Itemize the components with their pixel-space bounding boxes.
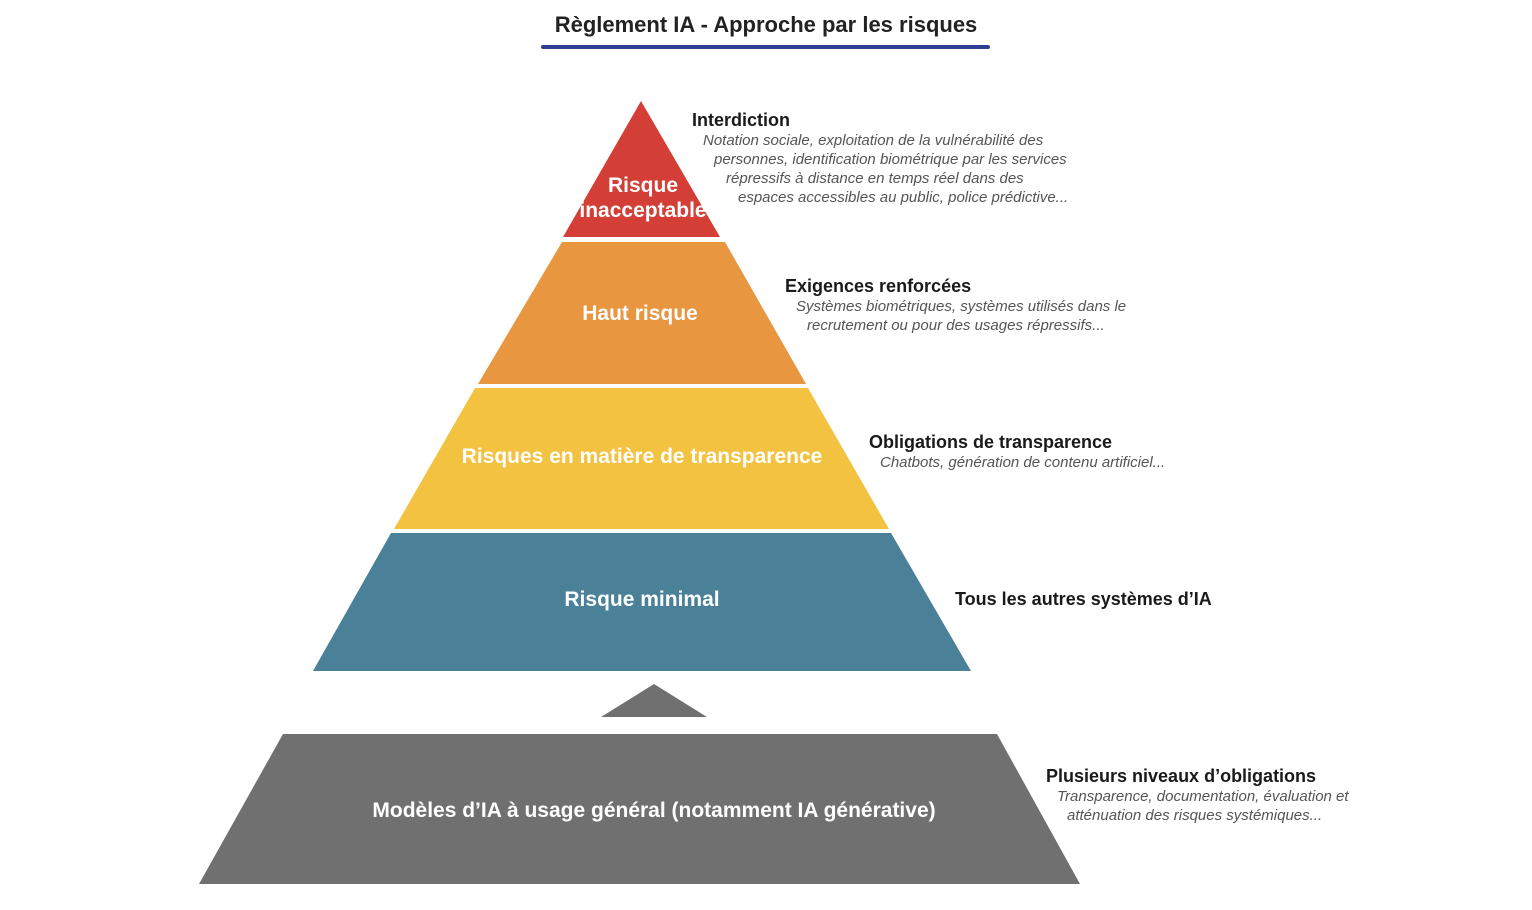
tier-transparency-shape (394, 388, 889, 529)
annotation-unacceptable-heading: Interdiction (692, 110, 790, 130)
annotation-gpai: Plusieurs niveaux d’obligations Transpar… (1046, 766, 1349, 825)
tier-high-shape (478, 242, 806, 384)
tier-high-label: Haut risque (582, 302, 698, 325)
tier-minimal-shape (313, 533, 971, 671)
annotation-unacceptable-desc-line2: personnes, identification biométrique pa… (714, 151, 1067, 168)
annotation-transparency-heading: Obligations de transparence (869, 432, 1113, 452)
tier-unacceptable-label-line1: Risque (608, 174, 678, 197)
tier-gpai-shape (199, 734, 1080, 884)
tier-unacceptable-shape (563, 101, 720, 237)
annotation-high: Exigences renforcées Systèmes biométriqu… (785, 276, 1126, 335)
separator-triangle (601, 684, 707, 717)
tier-transparency-label: Risques en matière de transparence (462, 445, 823, 468)
annotation-unacceptable-desc-line3: répressifs à distance en temps réel dans… (726, 170, 1024, 187)
tier-unacceptable-label-line2: inacceptable (579, 199, 706, 222)
annotation-unacceptable-desc-line4: espaces accessibles au public, police pr… (738, 189, 1069, 206)
tier-minimal-label: Risque minimal (564, 588, 719, 611)
annotation-high-desc-line2: recrutement ou pour des usages répressif… (807, 317, 1105, 334)
annotation-minimal-heading: Tous les autres systèmes d’IA (955, 589, 1212, 609)
annotation-transparency: Obligations de transparence Chatbots, gé… (869, 432, 1165, 472)
tier-gpai-label: Modèles d’IA à usage général (notamment … (372, 799, 935, 822)
annotation-transparency-desc-line1: Chatbots, génération de contenu artifici… (880, 454, 1166, 471)
annotation-gpai-desc-line1: Transparence, documentation, évaluation … (1057, 788, 1349, 805)
annotation-gpai-heading: Plusieurs niveaux d’obligations (1046, 766, 1317, 786)
title-underline (541, 45, 990, 49)
annotation-gpai-desc-line2: atténuation des risques systémiques... (1067, 807, 1323, 824)
diagram-title: Règlement IA - Approche par les risques (554, 12, 978, 37)
annotation-high-desc-line1: Systèmes biométriques, systèmes utilisés… (796, 298, 1127, 315)
annotation-unacceptable: Interdiction Notation sociale, exploitat… (692, 110, 1068, 207)
annotation-minimal: Tous les autres systèmes d’IA (955, 589, 1212, 610)
annotation-unacceptable-desc-line1: Notation sociale, exploitation de la vul… (703, 132, 1044, 149)
annotation-high-heading: Exigences renforcées (785, 276, 972, 296)
